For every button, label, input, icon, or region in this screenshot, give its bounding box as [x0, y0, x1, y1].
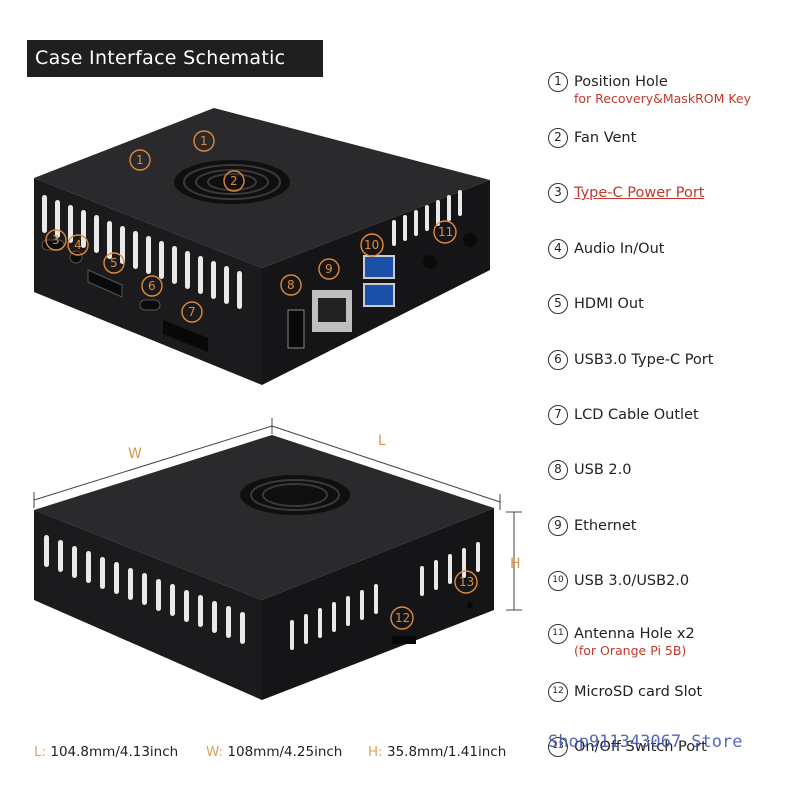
legend-label: LCD Cable Outlet	[574, 407, 699, 423]
legend-number: 11	[548, 624, 568, 644]
legend-number: 5	[548, 294, 568, 314]
callout-7: 7	[181, 301, 203, 323]
legend-item-hdmi: 5 HDMI Out	[548, 294, 644, 314]
dimension-length: L: 104.8mm/4.13inch	[34, 744, 178, 760]
case-top-view	[34, 108, 490, 385]
callout-10: 10	[360, 233, 384, 257]
svg-text:12: 12	[395, 611, 410, 625]
dimension-key: L:	[34, 744, 47, 760]
legend-number: 8	[548, 460, 568, 480]
legend-label: On/Off Switch Port	[574, 739, 707, 755]
callout-markers: 1 1 2 3 4 5 6 7 8 9 10 11 12 13	[45, 130, 478, 630]
legend-label: HDMI Out	[574, 296, 644, 312]
legend-number: 12	[548, 682, 568, 702]
legend-item-audio: 4 Audio In/Out	[548, 239, 664, 259]
legend-item-onoff: 13 On/Off Switch Port	[548, 737, 707, 757]
legend-label: USB 2.0	[574, 462, 632, 478]
svg-text:2: 2	[230, 174, 238, 188]
legend-label: Audio In/Out	[574, 241, 665, 257]
callout-1a: 1	[129, 149, 151, 171]
dimension-value: 108mm/4.25inch	[227, 744, 343, 760]
dimension-lines	[33, 418, 522, 611]
length-axis-label: L	[378, 433, 386, 449]
dimension-height: H: 35.8mm/1.41inch	[368, 744, 506, 760]
callout-12: 12	[390, 606, 414, 630]
legend-item-fan-vent: 2 Fan Vent	[548, 128, 636, 148]
legend-item-type-c-power: 3 Type-C Power Port	[548, 183, 704, 203]
legend-label: Type-C Power Port	[574, 185, 705, 201]
callout-9: 9	[318, 258, 340, 280]
svg-text:7: 7	[188, 305, 196, 319]
fan-vent-top	[174, 160, 290, 204]
callout-2: 2	[223, 170, 245, 192]
svg-text:4: 4	[74, 238, 82, 252]
svg-text:3: 3	[52, 233, 60, 247]
callout-8: 8	[280, 274, 302, 296]
legend-item-usb3-typec: 6 USB3.0 Type-C Port	[548, 350, 713, 370]
store-watermark: Shop911343067 Store	[548, 732, 743, 752]
legend-number: 4	[548, 239, 568, 259]
case-dimension-view	[34, 435, 494, 700]
legend-item-usb2: 8 USB 2.0	[548, 460, 631, 480]
legend-label: Fan Vent	[574, 130, 637, 146]
dimension-width: W: 108mm/4.25inch	[206, 744, 342, 760]
legend-sublabel: for Recovery&MaskROM Key	[574, 91, 752, 106]
svg-text:5: 5	[110, 256, 118, 270]
legend-number: 7	[548, 405, 568, 425]
legend-item-usb3-usb2: 10 USB 3.0/USB2.0	[548, 571, 689, 591]
svg-text:6: 6	[148, 279, 156, 293]
height-axis-label: H	[510, 556, 521, 572]
legend-label: USB3.0 Type-C Port	[574, 352, 714, 368]
svg-text:10: 10	[364, 238, 379, 252]
legend-sublabel: (for Orange Pi 5B)	[574, 643, 687, 658]
legend-label: Antenna Hole x2	[574, 626, 695, 642]
svg-text:11: 11	[438, 225, 453, 239]
legend-label: USB 3.0/USB2.0	[574, 573, 690, 589]
dimension-value: 104.8mm/4.13inch	[50, 744, 179, 760]
callout-5: 5	[103, 252, 125, 274]
legend-number: 1	[548, 72, 568, 92]
dimension-value: 35.8mm/1.41inch	[387, 744, 507, 760]
legend-number: 2	[548, 128, 568, 148]
legend-number: 9	[548, 516, 568, 536]
legend-item-antenna: 11 Antenna Hole x2 (for Orange Pi 5B)	[548, 624, 695, 658]
legend-label: Ethernet	[574, 518, 637, 534]
callout-1b: 1	[193, 130, 215, 152]
legend-number: 6	[548, 350, 568, 370]
callout-6: 6	[141, 275, 163, 297]
legend-label: MicroSD card Slot	[574, 684, 703, 700]
diagram-title: Case Interface Schematic	[27, 40, 323, 77]
legend-item-lcd: 7 LCD Cable Outlet	[548, 405, 699, 425]
callout-11: 11	[433, 220, 457, 244]
legend-item-ethernet: 9 Ethernet	[548, 516, 636, 536]
legend-number: 10	[548, 571, 568, 591]
legend-number: 3	[548, 183, 568, 203]
svg-text:8: 8	[287, 278, 295, 292]
legend-item-position-hole: 1 Position Hole for Recovery&MaskROM Key	[548, 72, 751, 106]
svg-text:9: 9	[325, 262, 333, 276]
callout-4: 4	[67, 234, 89, 256]
width-axis-label: W	[128, 446, 142, 462]
dimension-key: H:	[368, 744, 383, 760]
svg-text:1: 1	[200, 134, 208, 148]
svg-text:13: 13	[459, 575, 474, 589]
callout-3: 3	[45, 229, 67, 251]
legend-number: 13	[548, 737, 568, 757]
dimension-key: W:	[206, 744, 224, 760]
svg-text:1: 1	[136, 153, 144, 167]
legend-item-microsd: 12 MicroSD card Slot	[548, 682, 702, 702]
callout-13: 13	[454, 570, 478, 594]
legend-label: Position Hole	[574, 74, 668, 90]
